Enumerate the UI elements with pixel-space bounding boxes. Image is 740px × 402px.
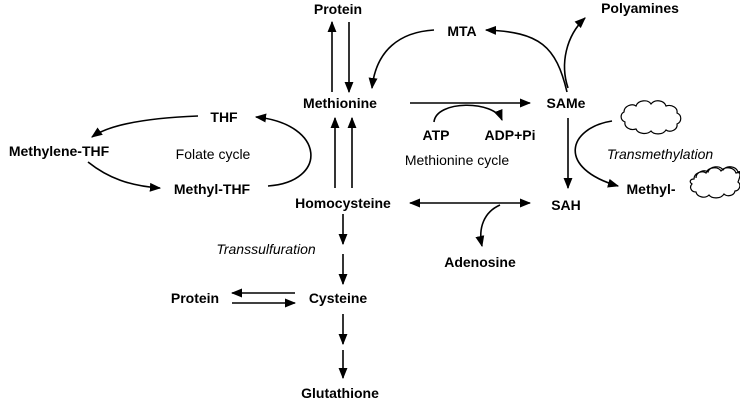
label-transsulfuration: Transsulfuration [216,241,316,257]
node-methyl-thf: Methyl-THF [174,181,251,197]
label-transmethylation: Transmethylation [607,146,714,162]
pathway-arrows [87,17,620,380]
node-glutathione: Glutathione [301,385,379,401]
node-methyl: Methyl- [627,181,676,197]
cloud-icon [689,166,740,199]
node-atp: ATP [423,127,450,143]
node-thf: THF [210,109,238,125]
label-folate-cycle: Folate cycle [176,146,251,162]
node-methionine: Methionine [303,95,377,111]
label-methionine-cycle: Methionine cycle [405,152,509,168]
arrow-transmethylation [574,120,620,188]
node-sah: SAH [551,197,581,213]
arrow-to-adenosine [475,204,501,248]
arrow-methylthf-to-thf [254,113,312,187]
node-protein-top: Protein [314,1,362,17]
cloud-icon [620,100,682,135]
arrow-same-to-mta [484,25,568,93]
node-polyamines: Polyamines [601,0,679,16]
arrow-mta-to-methionine [368,29,435,90]
node-mta: MTA [447,23,476,39]
node-protein-bottom: Protein [171,290,219,306]
pathway-labels: Protein MTA Polyamines Methionine SAMe T… [9,0,714,401]
arrow-same-to-polyamines [563,17,586,89]
node-same: SAMe [547,95,586,111]
node-cysteine: Cysteine [309,290,368,306]
node-adenosine: Adenosine [444,254,516,270]
arrow-thf-to-methylenethf [91,115,199,138]
node-adp-pi: ADP+Pi [485,127,536,143]
node-methylene-thf: Methylene-THF [9,143,110,159]
arrow-methylenethf-to-methylthf [87,161,162,192]
node-homocysteine: Homocysteine [295,195,391,211]
arrow-atp-to-adp [433,104,503,123]
